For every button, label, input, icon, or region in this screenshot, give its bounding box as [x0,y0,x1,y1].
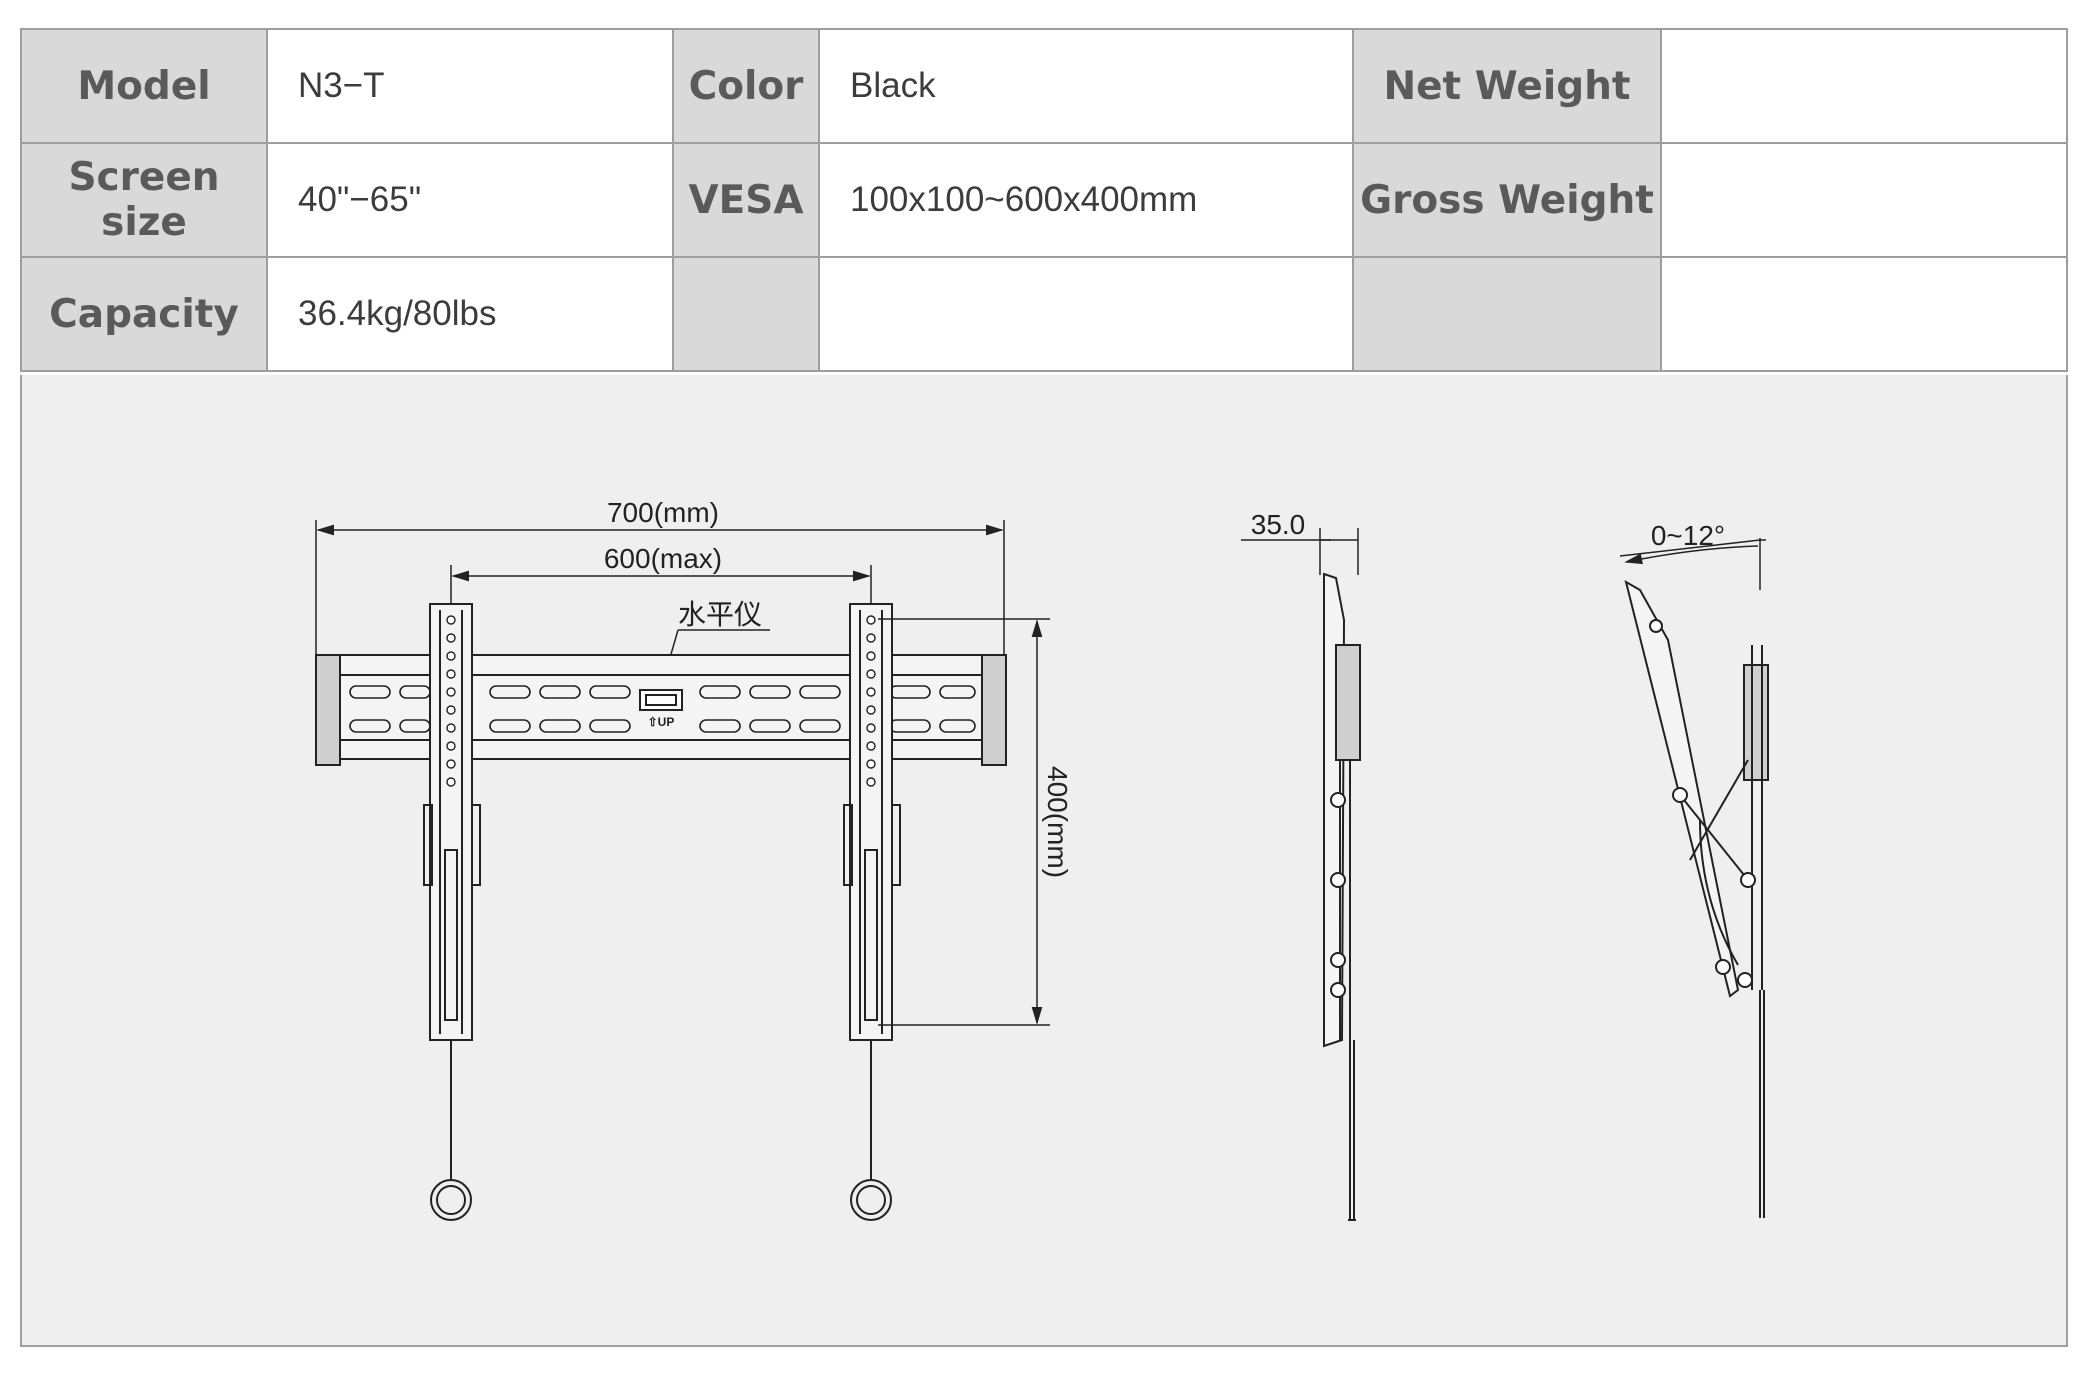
side-view [1241,528,1361,1221]
tilt-angle-arc [1624,545,1759,565]
up-label: ⇧UP [648,715,675,729]
empty-value-cell [1660,256,2068,372]
gross-weight-label: Gross Weight [1352,142,1662,258]
tilt-view [1619,538,1769,1218]
front-view [315,520,1050,1221]
screen-size-label: Screen size [20,142,268,258]
gross-weight-value [1660,142,2068,258]
net-weight-value [1660,28,2068,144]
table-row: Capacity 36.4kg/80lbs [20,256,2068,372]
side-wall-rail [1335,644,1361,761]
empty-label-cell [1352,256,1662,372]
right-tv-bracket [849,603,893,1041]
height-label: 400(mm) [1042,766,1073,878]
table-row: Screen size 40"−65" VESA 100x100~600x400… [20,142,2068,258]
empty-label-cell [672,256,820,372]
color-label: Color [672,28,820,144]
net-weight-label: Net Weight [1352,28,1662,144]
vesa-value: 100x100~600x400mm [818,142,1354,258]
tilt-label: 0~12° [1651,520,1725,551]
vesa-width-label: 600(max) [604,543,722,574]
empty-value-cell [818,256,1354,372]
width-label: 700(mm) [607,497,719,528]
spec-table: Model N3−T Color Black Net Weight Screen… [20,28,2068,372]
model-label: Model [20,28,268,144]
drawing-panel [20,375,2068,1347]
table-row: Model N3−T Color Black Net Weight [20,28,2068,144]
level-label: 水平仪 [678,598,762,631]
right-pull-ring [850,1179,892,1221]
left-pull-ring [430,1179,472,1221]
capacity-label: Capacity [20,256,268,372]
vesa-label: VESA [672,142,820,258]
model-value: N3−T [266,28,674,144]
capacity-value: 36.4kg/80lbs [266,256,674,372]
screen-size-value: 40"−65" [266,142,674,258]
tilt-wall-rail [1743,664,1769,781]
depth-label: 35.0 [1251,509,1306,540]
color-value: Black [818,28,1354,144]
